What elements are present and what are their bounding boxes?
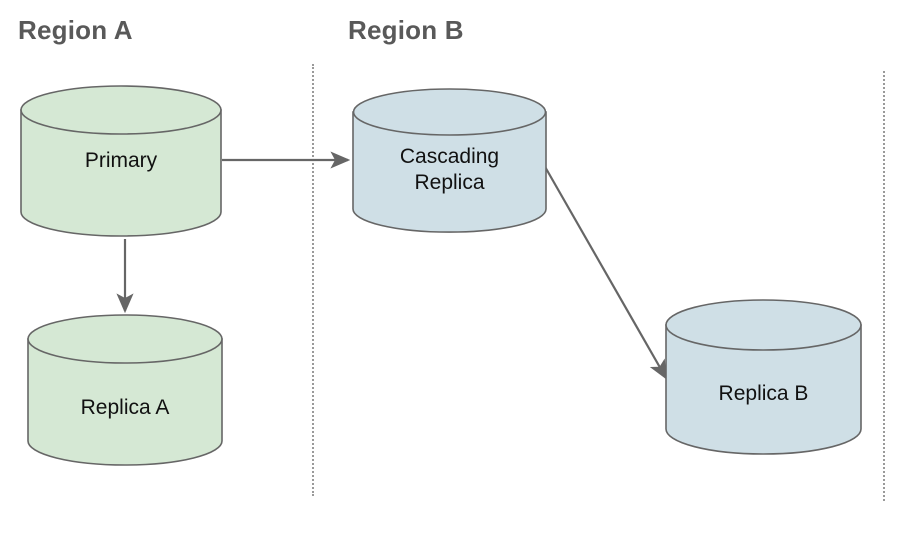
cylinder-shape-replica-b [665, 299, 862, 455]
region-b-label: Region B [348, 15, 464, 45]
cylinder-shape-replica-a [27, 314, 223, 466]
node-replica-a[interactable]: Replica A [27, 314, 223, 466]
node-cascading-replica[interactable]: Cascading Replica [352, 88, 547, 233]
region-divider-right [883, 71, 885, 501]
edge-cascading-to-replica-b [543, 164, 668, 380]
node-primary[interactable]: Primary [20, 85, 222, 237]
cylinder-shape-cascading-replica [352, 88, 547, 233]
region-a-label: Region A [18, 15, 133, 45]
node-replica-b[interactable]: Replica B [665, 299, 862, 455]
region-divider-left [312, 64, 314, 496]
cylinder-shape-primary [20, 85, 222, 237]
